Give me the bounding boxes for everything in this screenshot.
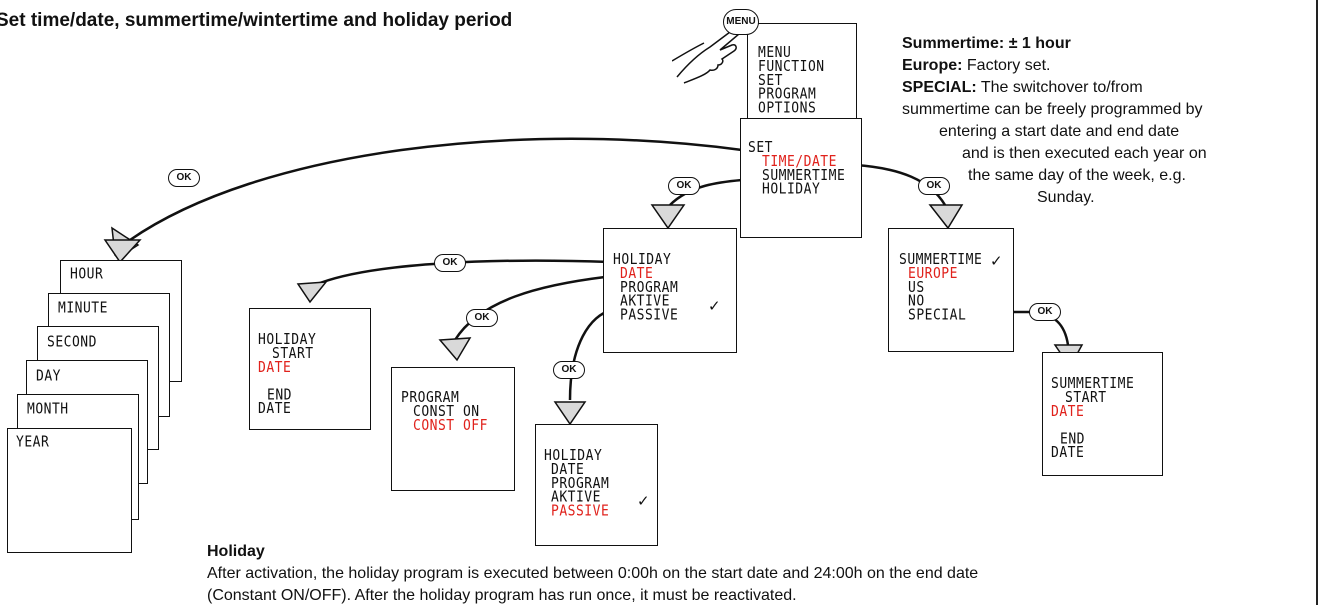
holiday-passive-line: AKTIVE — [551, 488, 601, 507]
summertime-item-us[interactable]: US — [908, 279, 925, 297]
program-const-on[interactable]: CONST ON — [413, 403, 480, 421]
summertime-date-screen — [1042, 352, 1163, 476]
set-screen — [740, 118, 862, 238]
check-mark-icon: ✓ — [990, 252, 1003, 270]
special-text: The switchover to/from — [976, 79, 1143, 96]
time-second: SECOND — [47, 333, 97, 351]
holiday-passive-line: HOLIDAY — [544, 447, 603, 465]
set-item-summertime[interactable]: SUMMERTIME — [762, 167, 846, 185]
summertime-note-line: entering a start date and end date — [939, 123, 1180, 140]
set-header: SET — [748, 139, 773, 157]
holiday-passive-line: DATE — [551, 461, 585, 479]
time-day: DAY — [36, 367, 61, 385]
europe-text: Factory set. — [962, 57, 1051, 74]
holiday-passive-screen — [535, 424, 658, 546]
time-year: YEAR — [16, 433, 50, 451]
summertime-item-no[interactable]: NO — [908, 292, 925, 311]
check-mark-icon: ✓ — [708, 297, 721, 315]
summertime-note-line: the same day of the week, e.g. — [968, 167, 1186, 184]
holiday-date-line: START — [272, 345, 314, 363]
ok-button-holiday-date[interactable]: OK — [434, 254, 466, 272]
summertime-note: Summertime: ± 1 hour Europe: Factory set… — [902, 33, 1207, 209]
ok-button-holiday[interactable]: OK — [668, 177, 700, 195]
holiday-date-end-date: DATE — [258, 400, 292, 418]
menu-line: MENU — [758, 44, 792, 62]
time-hour: HOUR — [70, 265, 104, 283]
summertime-note-line: and is then executed each year on — [962, 145, 1207, 162]
menu-line: FUNCTION — [758, 58, 825, 76]
summertime-date-line: END — [1060, 430, 1085, 448]
summertime-note-line: summertime can be freely programmed by — [902, 101, 1203, 118]
ok-button-summertime[interactable]: OK — [918, 177, 950, 195]
special-label: SPECIAL: — [902, 79, 977, 96]
page-border — [1316, 0, 1318, 605]
holiday-date-line: END — [267, 386, 292, 404]
ok-button-program[interactable]: OK — [466, 309, 498, 327]
time-month: MONTH — [27, 400, 69, 418]
summertime-note-heading: Summertime: ± 1 hour — [902, 35, 1071, 52]
program-const-off[interactable]: CONST OFF — [413, 417, 488, 435]
summertime-item-special[interactable]: SPECIAL — [908, 306, 967, 324]
summertime-date-line: START — [1065, 389, 1107, 407]
program-header: PROGRAM — [401, 389, 460, 407]
holiday-item-date[interactable]: DATE — [620, 265, 654, 283]
summertime-date-line: SUMMERTIME — [1051, 375, 1135, 393]
hand-pointer-icon — [672, 27, 741, 84]
holiday-passive-line: PROGRAM — [551, 475, 610, 493]
check-mark-icon: ✓ — [637, 492, 650, 510]
menu-line: SET — [758, 72, 783, 90]
holiday-date-line: HOLIDAY — [258, 331, 317, 349]
holiday-item-program[interactable]: PROGRAM — [620, 279, 679, 297]
summertime-date-start-date: DATE — [1051, 403, 1085, 421]
summertime-header: SUMMERTIME — [899, 251, 983, 269]
summertime-item-europe[interactable]: EUROPE — [908, 265, 958, 283]
holiday-note-heading: Holiday — [207, 543, 265, 560]
europe-label: Europe: — [902, 57, 963, 74]
page-title: Set time/date, summertime/wintertime and… — [0, 10, 513, 31]
program-screen — [391, 367, 515, 491]
set-item-time-date[interactable]: TIME/DATE — [762, 153, 837, 171]
set-item-holiday[interactable]: HOLIDAY — [762, 180, 821, 199]
holiday-header: HOLIDAY — [613, 251, 672, 269]
menu-line: OPTIONS — [758, 99, 817, 117]
holiday-note-line: (Constant ON/OFF). After the holiday pro… — [207, 587, 797, 604]
holiday-date-screen — [249, 308, 371, 430]
holiday-note-line: After activation, the holiday program is… — [207, 565, 979, 582]
summertime-screen — [888, 228, 1014, 352]
holiday-item-aktive[interactable]: AKTIVE — [620, 292, 670, 311]
holiday-note: Holiday After activation, the holiday pr… — [207, 541, 978, 607]
ok-button-passive[interactable]: OK — [553, 361, 585, 379]
holiday-passive-selected: PASSIVE — [551, 502, 610, 520]
summertime-date-end-date: DATE — [1051, 444, 1085, 462]
ok-button-special[interactable]: OK — [1029, 303, 1061, 321]
holiday-screen — [603, 228, 737, 353]
menu-button[interactable]: MENU — [723, 9, 759, 35]
holiday-date-start-date: DATE — [258, 359, 292, 377]
time-minute: MINUTE — [58, 299, 108, 317]
time-stack-card — [7, 428, 132, 553]
holiday-item-passive[interactable]: PASSIVE — [620, 306, 679, 324]
menu-line: PROGRAM — [758, 85, 817, 104]
ok-button-time[interactable]: OK — [168, 169, 200, 187]
summertime-note-line: Sunday. — [1037, 189, 1095, 206]
